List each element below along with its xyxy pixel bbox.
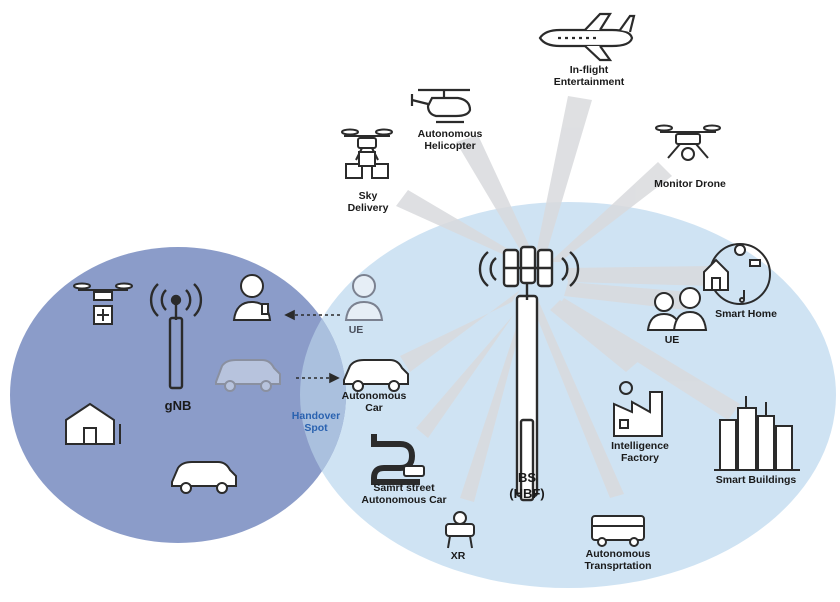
monitor-drone-icon — [655, 124, 721, 161]
helicopter-icon — [410, 88, 472, 124]
car-icon — [215, 359, 281, 392]
beams — [396, 96, 740, 502]
label-smart-home: Smart Home — [715, 308, 777, 320]
person-icon — [344, 274, 384, 321]
car-icon — [171, 461, 237, 494]
delivery-drone-icon — [73, 282, 133, 325]
road-icon — [371, 434, 425, 485]
gnb-coverage-area — [10, 247, 346, 543]
label-intelligence-factory: Intelligence Factory — [611, 440, 669, 464]
label-ue-right: UE — [664, 334, 680, 346]
label-gnb: gNB — [164, 398, 192, 413]
bus-icon — [591, 515, 645, 547]
house-icon — [65, 402, 121, 445]
label-autonomous-helicopter: Autonomous Helicopter — [417, 128, 483, 152]
smart-home-icon — [703, 243, 771, 305]
bs-tower-icon — [478, 245, 580, 502]
airplane-icon — [538, 12, 636, 62]
label-bs: BS (HBF) — [509, 470, 545, 501]
handover-arrows — [284, 309, 340, 384]
vr-headset-icon — [445, 511, 475, 549]
gnb-tower-icon — [149, 283, 203, 390]
label-autonomous-transportation: Autonomous Transprtation — [584, 548, 652, 572]
person-icon — [232, 274, 272, 321]
label-autonomous-car: Autonomous Car — [341, 390, 407, 414]
label-xr: XR — [450, 550, 466, 562]
label-inflight-entertainment: In-flight Entertainment — [553, 64, 625, 88]
delivery-drone-icon — [341, 128, 393, 179]
label-monitor-drone: Monitor Drone — [654, 178, 726, 190]
buildings-icon — [714, 396, 800, 471]
label-smart-buildings: Smart Buildings — [715, 474, 797, 486]
bs-coverage-area — [300, 202, 836, 588]
label-handover-spot: Handover Spot — [291, 410, 341, 434]
label-ue-left: UE — [348, 324, 364, 336]
car-icon — [343, 359, 409, 392]
label-sky-delivery: Sky Delivery — [347, 190, 389, 214]
person-icon — [646, 287, 708, 331]
label-smart-street: Samrt street Autonomous Car — [361, 482, 447, 506]
factory-icon — [613, 381, 663, 437]
